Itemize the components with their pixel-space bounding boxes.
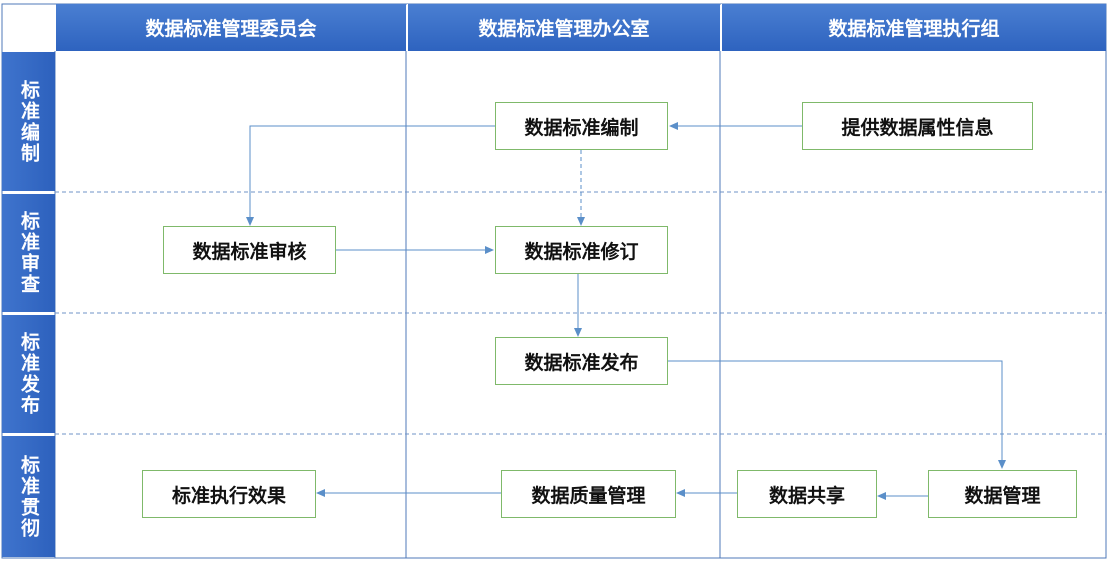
node-data-management[interactable]: 数据管理 xyxy=(928,470,1077,518)
arrow-publish-to-management xyxy=(668,360,1006,469)
node-standard-review[interactable]: 数据标准审核 xyxy=(163,226,336,274)
node-standard-revise[interactable]: 数据标准修订 xyxy=(495,226,668,274)
column-header-committee: 数据标准管理委员会 xyxy=(56,4,406,51)
row-header-label: 标准发布 xyxy=(18,332,40,416)
node-standard-publish[interactable]: 数据标准发布 xyxy=(495,337,668,385)
row-header-publish: 标准发布 xyxy=(2,315,55,433)
row-header-compile: 标准编制 xyxy=(2,52,55,191)
node-data-sharing[interactable]: 数据共享 xyxy=(737,470,877,518)
node-execution-effect[interactable]: 标准执行效果 xyxy=(142,470,316,518)
arrow-compile-to-review xyxy=(246,125,495,226)
row-header-label: 标准审查 xyxy=(18,211,40,295)
row-header-implement: 标准贯彻 xyxy=(2,436,55,557)
row-header-label: 标准编制 xyxy=(18,79,40,164)
column-header-label: 数据标准管理办公室 xyxy=(478,18,650,40)
column-header-label: 数据标准管理执行组 xyxy=(828,18,1000,40)
row-header-label: 标准贯彻 xyxy=(18,454,40,539)
node-standard-compile[interactable]: 数据标准编制 xyxy=(495,102,668,150)
column-header-execution-group: 数据标准管理执行组 xyxy=(721,4,1106,51)
column-header-office: 数据标准管理办公室 xyxy=(407,4,720,51)
node-provide-attr-info[interactable]: 提供数据属性信息 xyxy=(802,102,1033,150)
column-header-label: 数据标准管理委员会 xyxy=(145,18,317,40)
node-data-quality-management[interactable]: 数据质量管理 xyxy=(501,470,676,518)
row-header-review: 标准审查 xyxy=(2,194,55,312)
